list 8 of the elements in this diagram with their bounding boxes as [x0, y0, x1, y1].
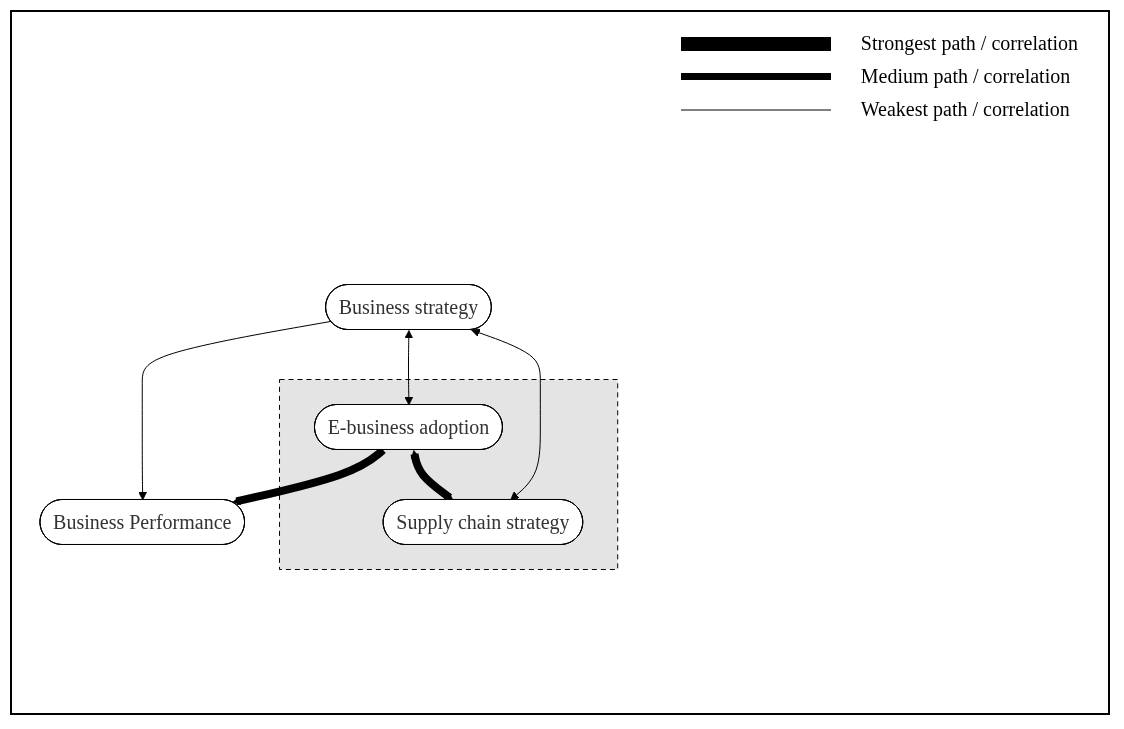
legend-text: Weakest path / correlation [860, 98, 1070, 121]
arrow [471, 328, 541, 501]
cluster [279, 379, 619, 570]
legend-text: Medium path / correlation [860, 65, 1071, 88]
arrow [138, 320, 332, 501]
arrow [404, 330, 414, 406]
legend-text: Strongest path / correlation [860, 32, 1078, 55]
arrow [410, 450, 454, 501]
